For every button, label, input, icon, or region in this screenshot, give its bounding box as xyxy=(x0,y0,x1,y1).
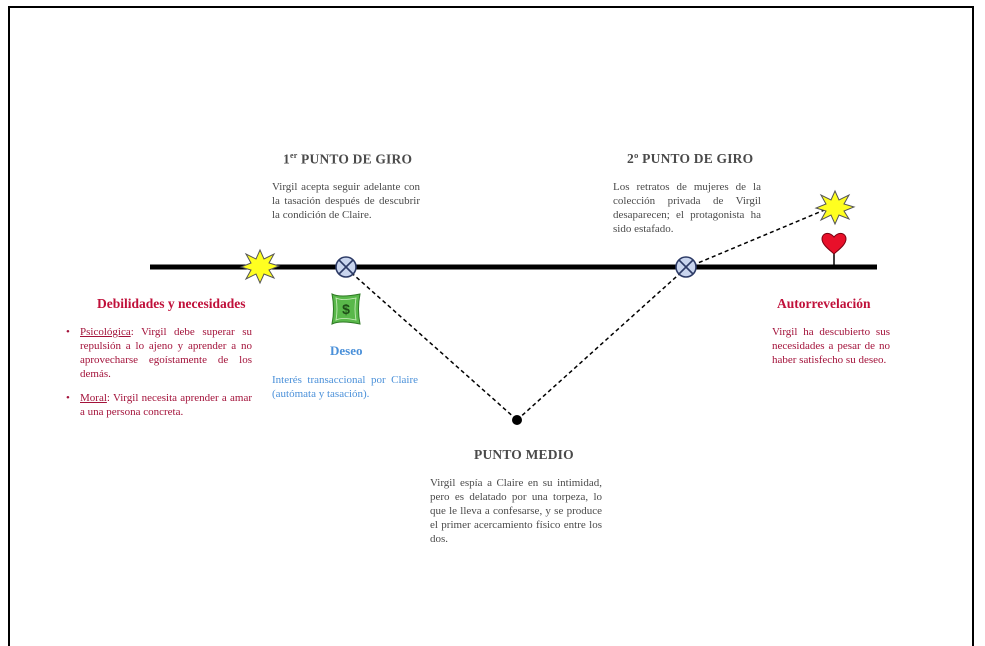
heart-icon xyxy=(821,232,847,255)
list-item: Psicológica: Virgil debe superar su repu… xyxy=(62,325,252,381)
turning-point-1-text: Virgil acepta seguir adelante con la tas… xyxy=(272,181,420,221)
crossed-circle-icon xyxy=(675,256,697,278)
desire-text: Interés transaccional por Claire (autóma… xyxy=(272,374,418,400)
dot-icon xyxy=(512,415,522,425)
dollar-bill-icon: $ xyxy=(331,293,361,325)
arc-line-ascent xyxy=(516,267,687,421)
list-item: Moral: Virgil necesita aprender a amar a… xyxy=(62,391,252,419)
arc-line-descent xyxy=(345,267,518,421)
turning-point-2-title: 2º PUNTO DE GIRO xyxy=(627,151,754,166)
weaknesses-list: Psicológica: Virgil debe superar su repu… xyxy=(62,325,252,429)
starburst-icon xyxy=(239,248,281,285)
turning-point-2-text: Los retratos de mujeres de la colección … xyxy=(613,181,761,235)
dollar-symbol: $ xyxy=(342,301,350,317)
crossed-circle-icon xyxy=(335,256,357,278)
desire-title: Deseo xyxy=(330,343,363,358)
arc-line-revelation xyxy=(685,205,835,269)
turning-point-1-title: 1er PUNTO DE GIRO xyxy=(283,151,413,167)
starburst-icon xyxy=(814,189,856,226)
midpoint-text: Virgil espía a Claire en su intimidad, p… xyxy=(430,477,602,545)
self-revelation-text: Virgil ha descubierto sus necesidades a … xyxy=(772,326,890,366)
outer-frame xyxy=(8,6,974,646)
self-revelation-title: Autorrevelación xyxy=(777,296,871,311)
weaknesses-title: Debilidades y necesidades xyxy=(97,296,246,311)
midpoint-title: PUNTO MEDIO xyxy=(474,447,574,462)
story-arc-diagram: $ xyxy=(150,189,877,425)
